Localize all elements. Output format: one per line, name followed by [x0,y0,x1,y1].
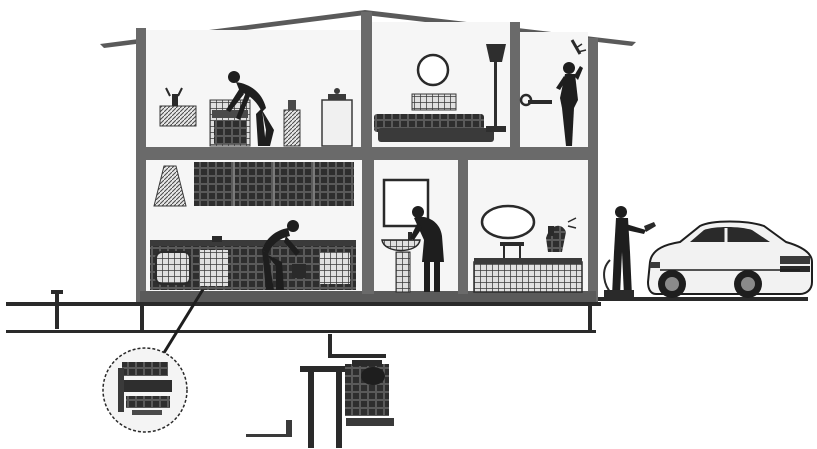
car [648,222,812,299]
underground-pump [246,334,394,448]
